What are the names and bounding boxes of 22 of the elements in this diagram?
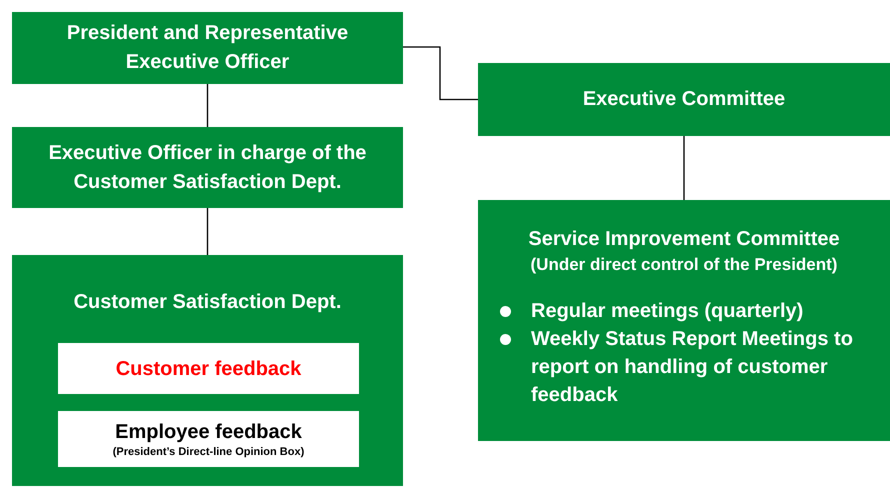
box-title: Employee feedback — [115, 420, 302, 444]
feedback-box — [58, 411, 359, 467]
feedback-box — [58, 343, 359, 394]
bullet-text: Regular meetings (quarterly) — [531, 299, 804, 324]
org-box — [12, 12, 403, 84]
connector-line — [206, 84, 208, 127]
box-title: Customer Satisfaction Dept. — [74, 290, 342, 315]
bullet-text: Weekly Status Report Meetings to report on handling of customer feedback — [531, 327, 854, 408]
connector-line — [403, 46, 478, 100]
org-box — [12, 255, 403, 486]
box-title: Customer feedback — [116, 356, 302, 382]
box-title: President and Representative Executive Officer — [66, 21, 350, 75]
box-subtitle: (President’s Direct-line Opinion Box) — [112, 444, 304, 460]
org-box — [478, 63, 890, 136]
box-title: Executive Committee — [582, 87, 786, 112]
box-title: Executive Officer in charge of the Customer Satisfaction Dept. — [48, 140, 368, 194]
box-title: Service Improvement Committee — [527, 227, 841, 252]
box-subtitle: (Under direct control of the President) — [530, 254, 838, 276]
org-box — [478, 200, 890, 441]
connector-line — [683, 136, 685, 200]
org-box — [12, 127, 403, 208]
connector-line — [206, 208, 208, 255]
